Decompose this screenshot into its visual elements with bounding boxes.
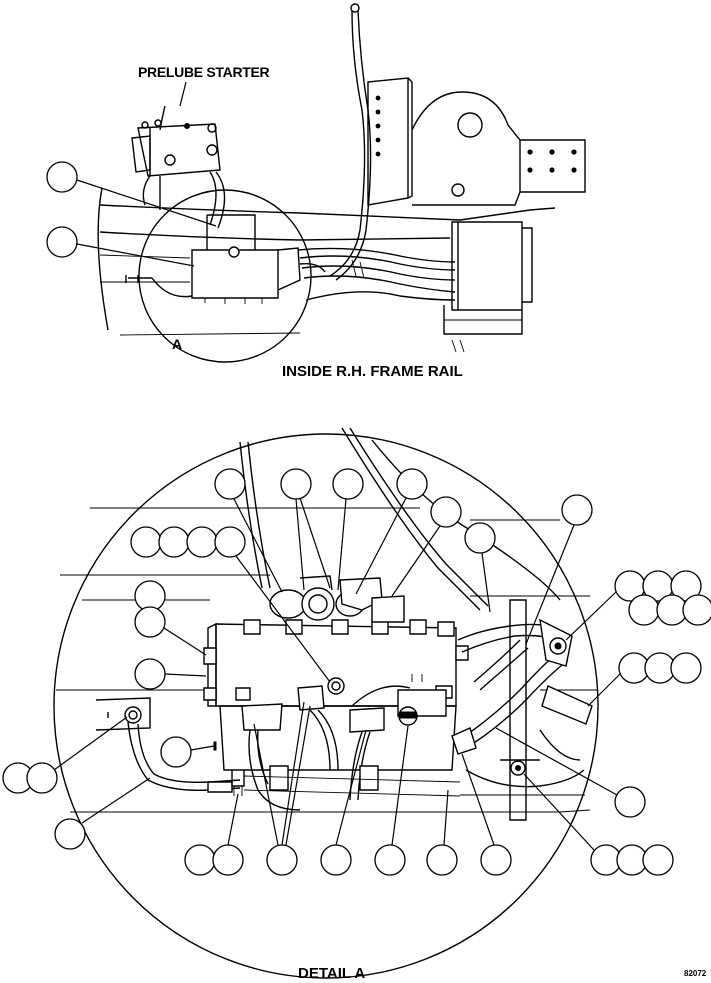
- detail-view: [2, 427, 711, 979]
- top-view: [46, 3, 586, 363]
- callout-bubbles-top: [46, 81, 217, 267]
- cable-terminal-ring: [350, 3, 360, 13]
- top-view-title: INSIDE R.H. FRAME RAIL: [282, 363, 463, 380]
- callout-bubbles-detail: [2, 468, 711, 876]
- bolt-heads: [203, 619, 469, 701]
- figure-number: 82072: [684, 969, 707, 978]
- detail-a-marker: A: [172, 336, 183, 352]
- detail-view-title: DETAIL A: [298, 965, 366, 982]
- prelube-starter-label: PRELUBE STARTER: [138, 64, 270, 80]
